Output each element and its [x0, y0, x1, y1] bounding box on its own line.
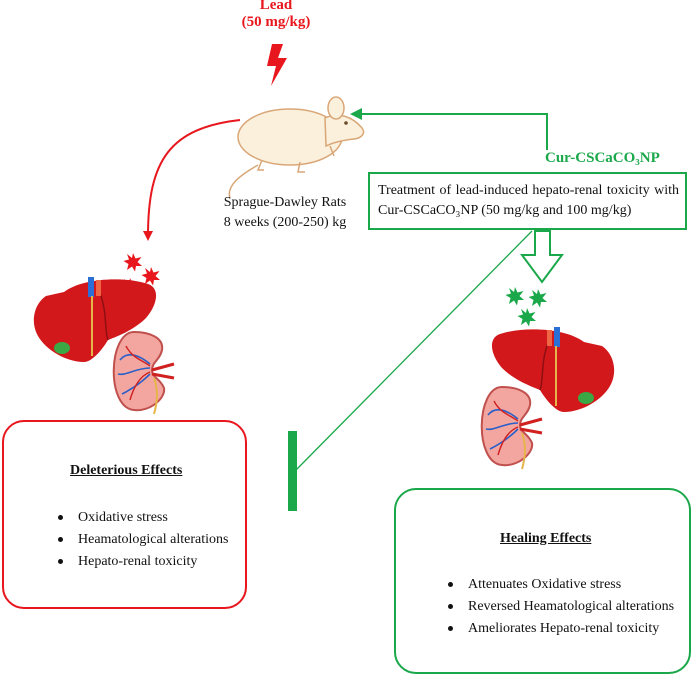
hollow-down-arrow [520, 230, 564, 284]
liver-icon [491, 327, 615, 412]
healing-effects-box: Healing Effects Attenuates Oxidative str… [394, 488, 691, 674]
kidney-icon [112, 330, 175, 415]
green-burst-icon [505, 287, 547, 327]
inhibition-line [295, 230, 533, 471]
list-item: Reversed Heamatological alterations [446, 596, 674, 618]
deleterious-list: Oxidative stress Heamatological alterati… [56, 507, 228, 573]
red-arrow [143, 119, 241, 241]
lightning-bolt-icon [267, 44, 287, 86]
green-arrow [350, 108, 548, 150]
list-item: Attenuates Oxidative stress [446, 574, 674, 596]
lead-dose: (50 mg/kg) [241, 14, 311, 30]
rat-caption-line2: 8 weeks (200-250) kg [223, 215, 347, 230]
kidney-icon [480, 385, 543, 470]
healing-list: Attenuates Oxidative stress Reversed Hea… [446, 574, 674, 640]
inhibition-bar-icon [288, 431, 297, 511]
lead-label: Lead [259, 0, 293, 13]
deleterious-title: Deleterious Effects [70, 463, 183, 478]
list-item: Ameliorates Hepato-renal toxicity [446, 618, 674, 640]
rat-caption: Sprague-Dawley Rats 8 weeks (200-250) kg [200, 193, 370, 233]
rat-caption-line1: Sprague-Dawley Rats [223, 195, 347, 210]
list-item: Heamatological alterations [56, 529, 228, 551]
rat-icon [228, 96, 365, 199]
healing-title: Healing Effects [500, 531, 592, 546]
list-item: Hepato-renal toxicity [56, 551, 228, 573]
liver-icon [33, 277, 157, 362]
compound-label: Cur-CSCaCO₃NP [545, 150, 660, 166]
treatment-box: Treatment of lead-induced hepato-renal t… [368, 172, 687, 230]
treatment-description: Treatment of lead-induced hepato-renal t… [378, 183, 679, 218]
deleterious-effects-box: Deleterious Effects Oxidative stress Hea… [2, 420, 247, 609]
list-item: Oxidative stress [56, 507, 228, 529]
